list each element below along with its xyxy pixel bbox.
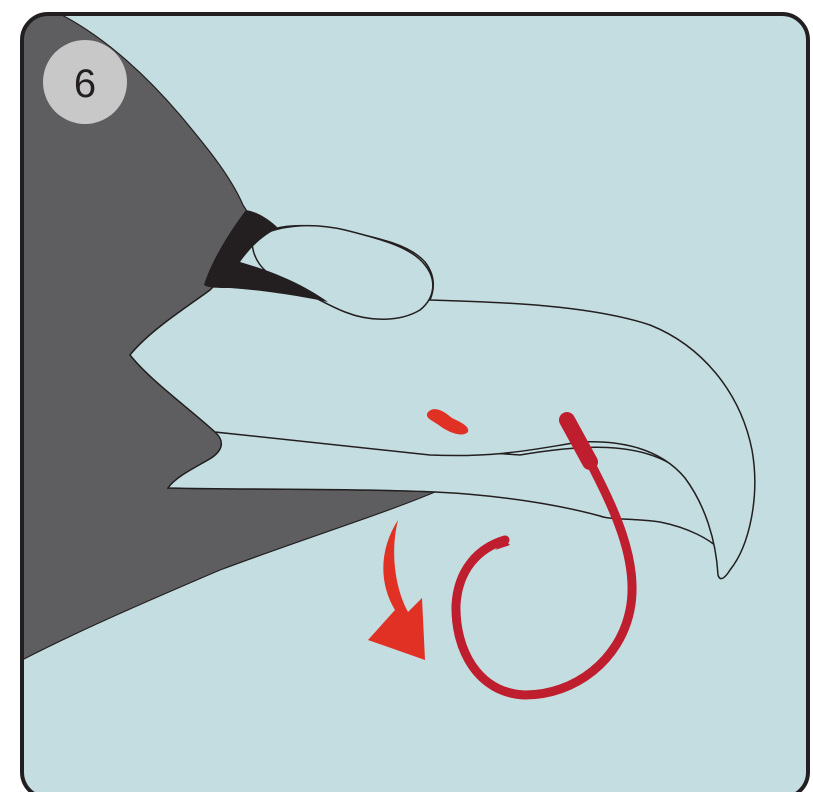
step-number: 6 [74, 62, 96, 106]
